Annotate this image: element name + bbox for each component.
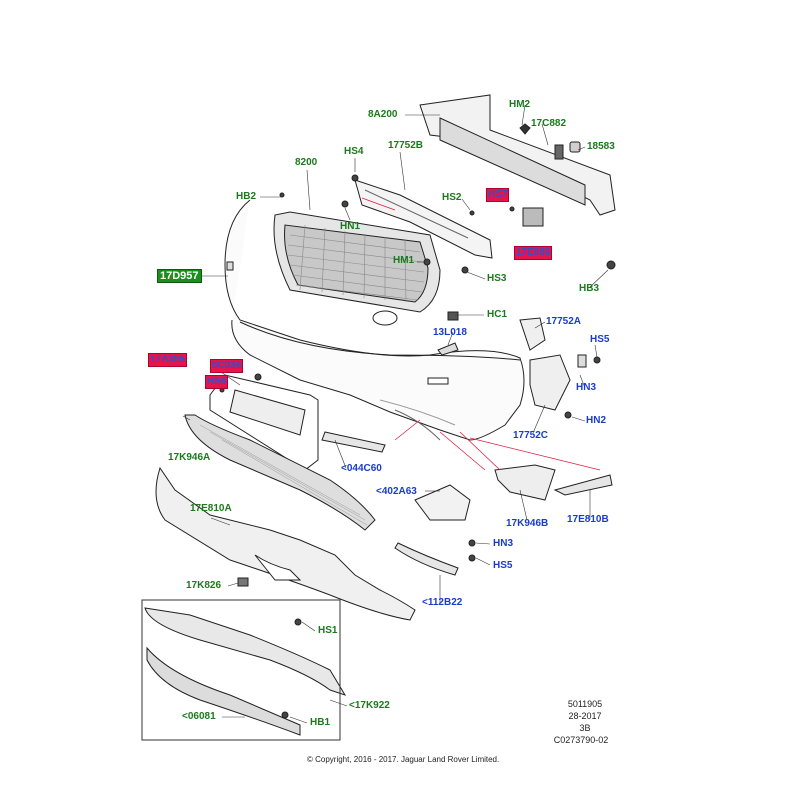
callout-HN3-lower[interactable]: HN3 <box>493 538 514 549</box>
callout-HB2[interactable]: HB2 <box>236 191 257 202</box>
callout-044C60[interactable]: <044C60 <box>341 463 382 474</box>
doc-code-3: 3B <box>579 723 591 733</box>
callout-17E810B[interactable]: 17E810B <box>567 514 609 525</box>
callout-18583[interactable]: 18583 <box>587 141 615 152</box>
copyright-text: © Copyright, 2016 - 2017. Jaguar Land Ro… <box>307 755 500 764</box>
undertray <box>155 466 416 621</box>
callout-17D957[interactable]: 17D957 <box>157 269 202 283</box>
doc-code-2: 28-2017 <box>568 711 602 721</box>
callout-06081[interactable]: <06081 <box>182 711 216 722</box>
doc-code-block: 5011905 28-2017 3B C0273790-02 <box>554 698 615 746</box>
callout-HN3-upper[interactable]: HN3 <box>576 382 597 393</box>
callout-HS5-lower[interactable]: HS5 <box>493 560 513 571</box>
callout-17752B[interactable]: 17752B <box>388 140 424 151</box>
callout-402A63[interactable]: <402A63 <box>376 486 417 497</box>
small-parts <box>279 174 616 719</box>
fog-bezels <box>494 464 613 501</box>
callout-8A200[interactable]: 8A200 <box>368 109 398 120</box>
callout-17752A[interactable]: 17752A <box>546 316 582 327</box>
callout-HS1[interactable]: HS1 <box>318 625 338 636</box>
doc-code-1: 5011905 <box>567 699 603 709</box>
callout-HB1[interactable]: HB1 <box>310 717 331 728</box>
reinforcement-beam <box>419 94 616 216</box>
callout-8200[interactable]: 8200 <box>295 157 318 168</box>
callout-HS5-upper[interactable]: HS5 <box>590 334 610 345</box>
callout-13L018[interactable]: 13L018 <box>433 327 467 338</box>
licence-plate-bracket <box>209 373 319 471</box>
doc-code-4: C0273790-02 <box>553 735 609 745</box>
callout-HS2[interactable]: HS2 <box>442 192 462 203</box>
callout-HS7[interactable]: HS7 <box>486 188 510 202</box>
callout-17A385[interactable]: 17A385 <box>148 353 188 367</box>
callout-17K946B[interactable]: 17K946B <box>506 518 549 529</box>
callout-HS6[interactable]: HS6 <box>205 375 229 389</box>
callout-HS4[interactable]: HS4 <box>344 146 364 157</box>
callout-17752C[interactable]: 17752C <box>513 430 549 441</box>
callout-HB3[interactable]: HB3 <box>579 283 600 294</box>
callout-17E810A[interactable]: 17E810A <box>190 503 232 514</box>
callout-17K946A[interactable]: 17K946A <box>168 452 211 463</box>
callout-17K826[interactable]: 17K826 <box>186 580 222 591</box>
callout-112B22[interactable]: <112B22 <box>422 597 463 608</box>
lower-spoiler <box>141 599 347 741</box>
lower-grille <box>184 414 376 531</box>
callout-17K922[interactable]: <17K922 <box>349 700 390 711</box>
callout-17E886[interactable]: 17E886 <box>514 246 553 260</box>
callout-HS3[interactable]: HS3 <box>487 273 507 284</box>
callout-8C038[interactable]: 8C038 <box>210 359 244 373</box>
callout-HC1[interactable]: HC1 <box>487 309 508 320</box>
bumper-cover <box>224 199 525 441</box>
callout-HM1[interactable]: HM1 <box>393 255 415 266</box>
side-brackets <box>519 317 601 419</box>
upper-bracket <box>354 179 493 259</box>
callout-HM2[interactable]: HM2 <box>509 99 531 110</box>
callout-HN2[interactable]: HN2 <box>586 415 607 426</box>
front-grille <box>273 211 441 326</box>
callout-17C882[interactable]: 17C882 <box>531 118 567 129</box>
callout-HN1[interactable]: HN1 <box>340 221 361 232</box>
